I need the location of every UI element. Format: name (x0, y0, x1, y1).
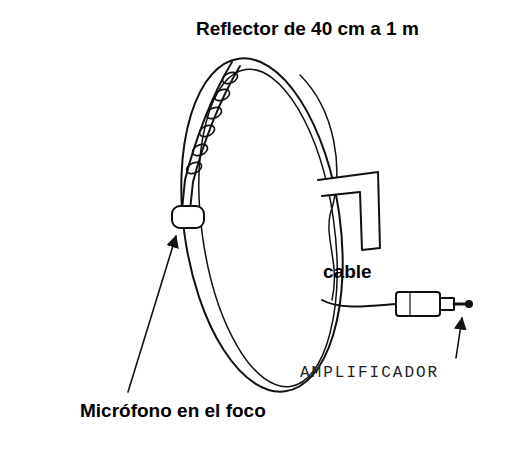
wire-coil (213, 87, 232, 103)
holder-arm (182, 62, 232, 210)
plug-tip (466, 301, 472, 307)
wire-coil (221, 70, 240, 86)
dish-rim (161, 48, 362, 402)
microphone-label: Micrófono en el foco (80, 400, 266, 422)
holder-arm (190, 66, 240, 210)
leader-arrow (456, 318, 462, 358)
wire-coil (205, 105, 224, 121)
title-label: Reflector de 40 cm a 1 m (196, 18, 419, 40)
plug-neck (440, 298, 454, 310)
wire-coil (198, 123, 217, 139)
amplifier-label: AMPLIFICADOR (300, 364, 439, 382)
plug-detail (409, 292, 410, 316)
wire-coil (191, 142, 210, 158)
wire-coil (185, 160, 204, 176)
dish-lip (180, 60, 355, 395)
microphone (172, 206, 204, 228)
support-bracket (318, 172, 380, 250)
cable-line (322, 300, 396, 307)
cable-label: cable (323, 261, 372, 283)
wire-coils (185, 70, 240, 176)
plug-body (396, 292, 440, 316)
leader-arrow (128, 236, 176, 392)
